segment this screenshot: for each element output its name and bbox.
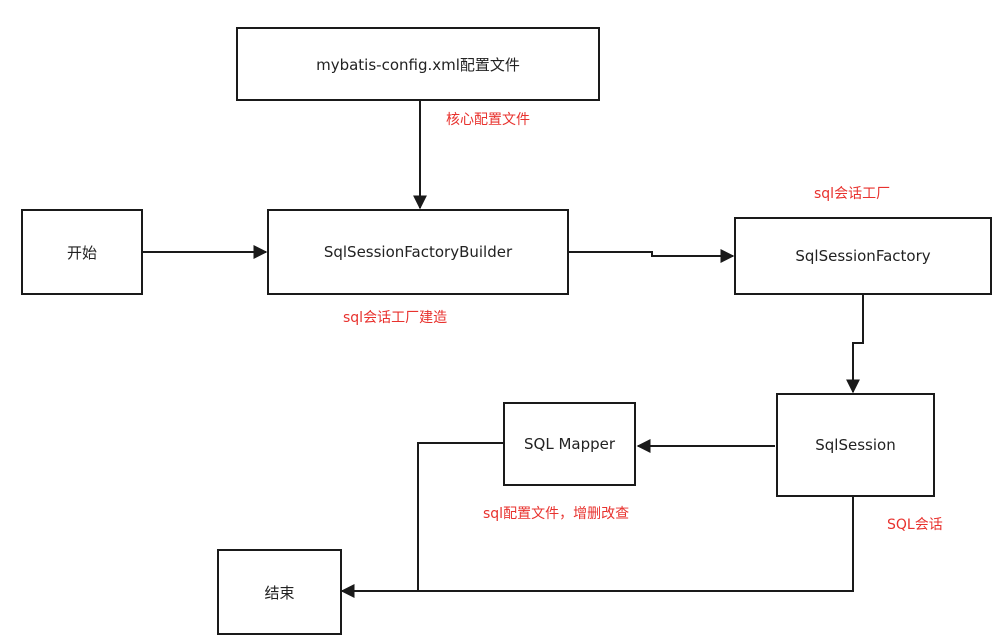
core-config-annotation: 核心配置文件 [446, 112, 530, 128]
sql-mapper-box: SQL Mapper [503, 402, 636, 486]
end-box: 结束 [217, 549, 342, 635]
edge-session-to-end [345, 497, 854, 592]
session-annotation: SQL会话 [887, 517, 943, 533]
edge-factory-to-session [846, 294, 864, 394]
edge-mapper-to-end [340, 442, 503, 598]
config-file-box: mybatis-config.xml配置文件 [236, 27, 600, 101]
builder-annotation: sql会话工厂建造 [343, 310, 448, 326]
factory-annotation: sql会话工厂 [814, 186, 891, 202]
mapper-annotation: sql配置文件，增删改查 [483, 506, 630, 522]
start-box: 开始 [21, 209, 143, 295]
sqlsessionfactory-box: SqlSessionFactory [734, 217, 992, 295]
sqlsession-box: SqlSession [776, 393, 935, 497]
sqlsessionfactorybuilder-box: SqlSessionFactoryBuilder [267, 209, 569, 295]
edge-builder-to-factory [569, 249, 735, 263]
